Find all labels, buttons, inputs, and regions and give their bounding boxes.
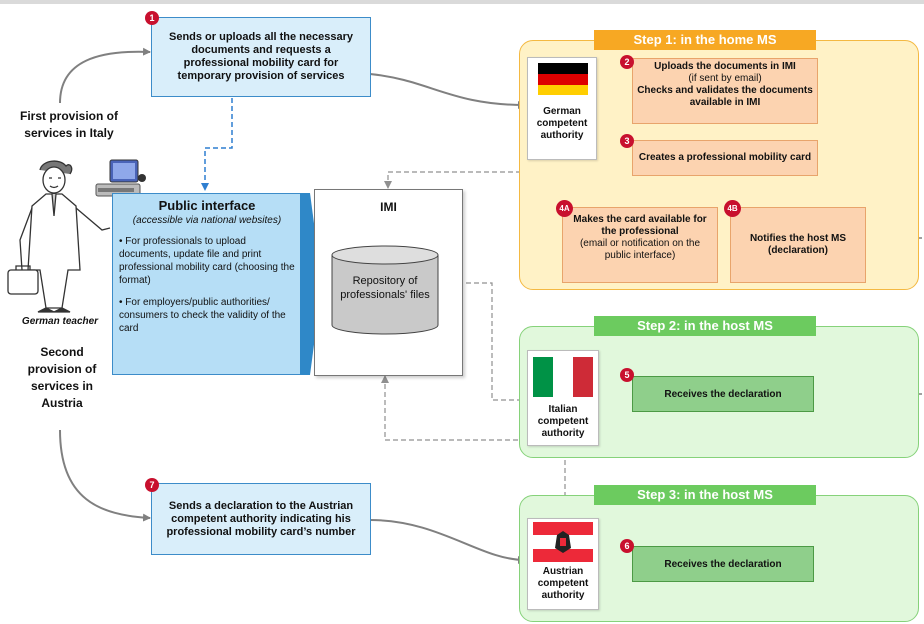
- austria-flag-icon: [533, 522, 593, 562]
- dashed-italian-to-imi: [446, 279, 530, 401]
- badge-1: 1: [145, 11, 159, 25]
- box2-line1: Uploads the documents in IMI: [654, 61, 796, 72]
- box2-line3: Checks and validates the documents avail…: [637, 85, 813, 108]
- top-border: [0, 0, 924, 4]
- step2-header: Step 2: in the host MS: [594, 316, 816, 336]
- badge-5: 5: [620, 368, 634, 382]
- badge-2: 2: [620, 55, 634, 69]
- first-provision-label: First provision of services in Italy: [19, 109, 118, 140]
- step-box-3: Creates a professional mobility card: [632, 140, 818, 176]
- database-icon: [331, 245, 439, 335]
- chevron-arrow-icon: [300, 193, 322, 375]
- step-box-4a: Makes the card available for the profess…: [562, 207, 718, 283]
- public-interface-subtitle: (accessible via national websites): [132, 215, 282, 226]
- badge-6: 6: [620, 539, 634, 553]
- imi-title: IMI: [380, 200, 397, 214]
- dashed-austrian-to-imi: [381, 375, 566, 505]
- box3-text: Creates a professional mobility card: [638, 152, 812, 163]
- step3-header: Step 3: in the host MS: [594, 485, 816, 505]
- public-interface-title: Public interface: [158, 198, 256, 213]
- box7-text: Sends a declaration to the Austrian comp…: [166, 499, 356, 538]
- public-interface-box[interactable]: Public interface (accessible via nationa…: [112, 193, 302, 375]
- arrow-box1-to-public: [201, 98, 233, 191]
- badge-4a: 4A: [556, 200, 573, 217]
- step1-header: Step 1: in the home MS: [594, 30, 816, 50]
- germany-flag-icon: [538, 63, 588, 95]
- step-box-6: Receives the declaration: [632, 546, 814, 582]
- step-box-1: Sends or uploads all the necessary docum…: [151, 17, 371, 97]
- second-provision-label: Second provision of services in Austria: [27, 345, 97, 410]
- computer-icon: [95, 159, 146, 197]
- box2-line2: (if sent by email): [688, 73, 762, 84]
- badge-3: 3: [620, 134, 634, 148]
- imi-repository-label: Repository of professionals' files: [340, 275, 430, 301]
- step-box-4b: Notifies the host MS (declaration): [730, 207, 866, 283]
- box4a-line2: (email or notification on the public int…: [579, 238, 701, 261]
- box1-text: Sends or uploads all the necessary docum…: [168, 31, 353, 82]
- box4a-line1: Makes the card available for the profess…: [573, 214, 707, 237]
- public-interface-bullet-1: • For professionals to upload documents,…: [119, 236, 295, 286]
- box6-text: Receives the declaration: [664, 558, 782, 570]
- arrow-second-to-box7: [59, 429, 151, 522]
- dashed-german-to-imi: [384, 160, 566, 189]
- public-interface-bullet-2: • For employers/public authorities/ cons…: [119, 297, 286, 334]
- arrow-first-to-box1: [59, 47, 151, 104]
- badge-7: 7: [145, 478, 159, 492]
- step-box-2: Uploads the documents in IMI (if sent by…: [632, 58, 818, 124]
- badge-4b: 4B: [724, 200, 741, 217]
- arrow-box7-to-austrian: [369, 519, 526, 564]
- italy-flag-icon: [533, 357, 593, 397]
- step-box-7: Sends a declaration to the Austrian comp…: [151, 483, 371, 555]
- german-teacher-label: German teacher: [21, 316, 99, 327]
- teacher-icon: [7, 160, 111, 313]
- box5-text: Receives the declaration: [664, 388, 782, 400]
- german-authority-label: German competent authority: [536, 106, 588, 141]
- box4b-text: Notifies the host MS (declaration): [749, 233, 847, 256]
- italian-authority-label: Italian competent authority: [537, 404, 589, 439]
- arrow-box1-to-german: [369, 73, 526, 109]
- austrian-authority-label: Austrian competent authority: [537, 566, 589, 601]
- step-box-5: Receives the declaration: [632, 376, 814, 412]
